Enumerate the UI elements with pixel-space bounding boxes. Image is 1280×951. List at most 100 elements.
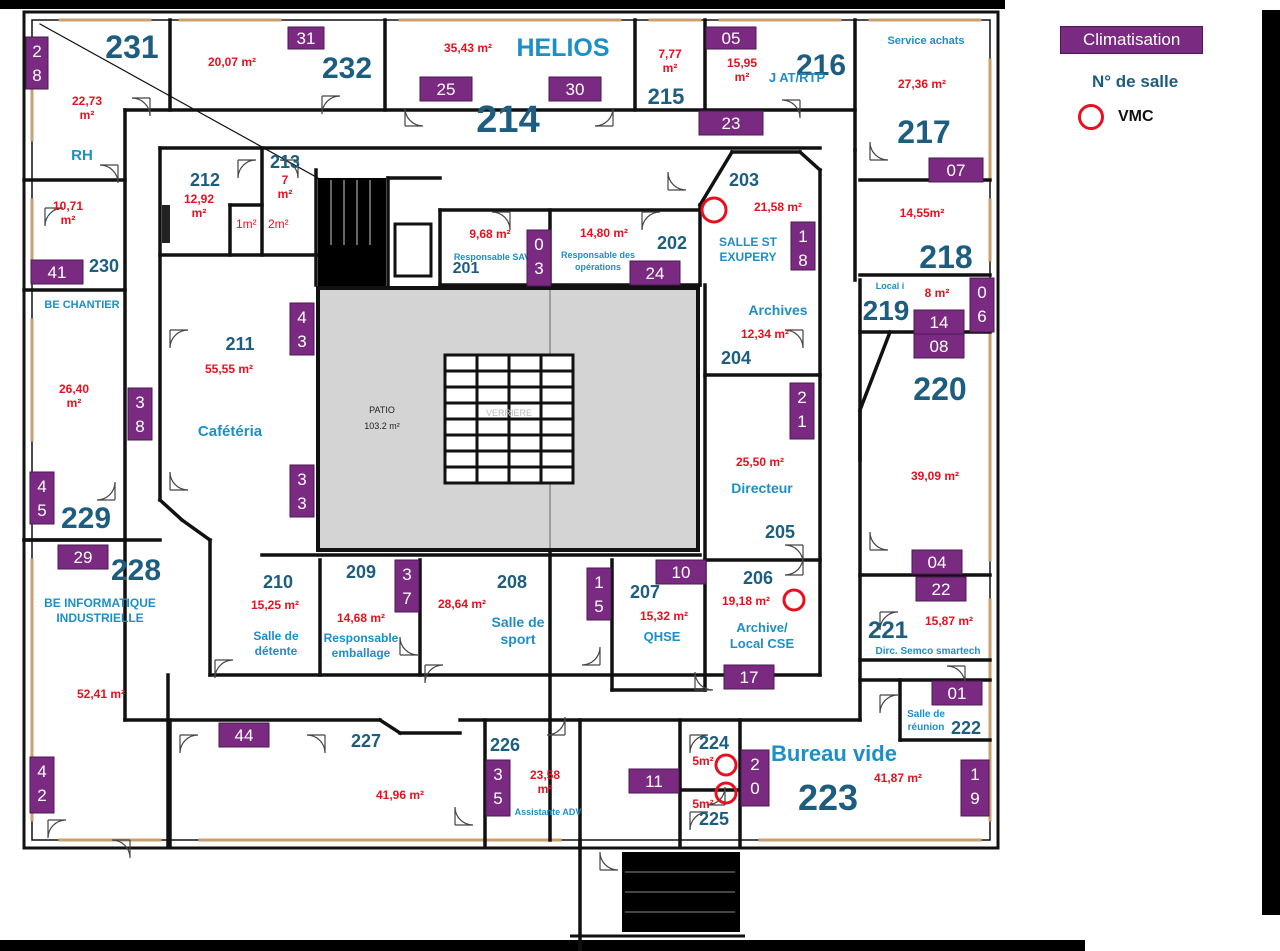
door-arc bbox=[667, 171, 687, 191]
clim-badge-06: 06 bbox=[969, 277, 995, 333]
badge-box bbox=[218, 722, 270, 748]
badge-box bbox=[29, 756, 55, 814]
top-border bbox=[0, 0, 1005, 9]
door-arc bbox=[306, 734, 326, 754]
door-arc bbox=[581, 646, 601, 666]
vmc-ring-icon bbox=[714, 753, 738, 777]
badge-box bbox=[969, 277, 995, 333]
door-arc bbox=[44, 207, 64, 227]
badge-box bbox=[57, 544, 109, 570]
room-name: Bureau vide bbox=[771, 741, 897, 766]
room-area: m² bbox=[61, 213, 76, 227]
room-area: 52,41 m² bbox=[77, 687, 125, 701]
door-arc bbox=[169, 329, 189, 349]
clim-badge-45: 45 bbox=[29, 471, 55, 525]
wall-segment bbox=[157, 497, 185, 523]
clim-badge-11: 11 bbox=[628, 768, 680, 794]
room-number: 210 bbox=[263, 572, 293, 592]
badge-label: 6 bbox=[977, 307, 986, 326]
room-number: 219 bbox=[863, 295, 910, 326]
badge-box bbox=[698, 110, 764, 136]
room-area: 15,32 m² bbox=[640, 609, 688, 623]
badge-box bbox=[789, 382, 815, 440]
legend-vmc: VMC bbox=[1060, 104, 1260, 130]
door-arc bbox=[214, 659, 234, 679]
badge-label: 5 bbox=[594, 597, 603, 616]
clim-badge-07: 07 bbox=[928, 157, 984, 183]
clim-badge-38: 38 bbox=[127, 387, 153, 441]
door-arc bbox=[237, 159, 257, 179]
room-area: 39,09 m² bbox=[911, 469, 959, 483]
room-name: opérations bbox=[575, 262, 621, 272]
clim-badge-30: 30 bbox=[548, 76, 602, 102]
badge-box bbox=[419, 76, 473, 102]
room-area: 15,25 m² bbox=[251, 598, 299, 612]
badge-label: 4 bbox=[37, 762, 46, 781]
room-area: m² bbox=[735, 70, 750, 84]
badge-label: 2 bbox=[750, 755, 759, 774]
badge-label: 3 bbox=[402, 565, 411, 584]
clim-badge-19: 19 bbox=[960, 759, 990, 817]
badge-label: 9 bbox=[970, 789, 979, 808]
room-name: réunion bbox=[908, 722, 945, 733]
door-arc bbox=[99, 164, 119, 184]
door-arc bbox=[491, 211, 511, 231]
room-name: Salle de bbox=[253, 629, 299, 643]
door-arc bbox=[781, 99, 801, 119]
clim-badge-21: 21 bbox=[789, 382, 815, 440]
room-number: 231 bbox=[105, 29, 158, 65]
badge-label: 29 bbox=[74, 548, 93, 567]
badge-box bbox=[960, 759, 990, 817]
room-area: m² bbox=[538, 782, 553, 796]
wall-segment bbox=[697, 149, 735, 208]
room-number: 203 bbox=[729, 170, 759, 190]
room-area: 23,58 bbox=[530, 768, 560, 782]
room-number: 202 bbox=[657, 233, 687, 253]
room-name: Responsable bbox=[324, 631, 399, 645]
room-area: 22,73 bbox=[72, 94, 102, 108]
legend-climatisation: Climatisation bbox=[1060, 26, 1204, 54]
door-arc bbox=[454, 806, 474, 826]
clim-badge-08: 08 bbox=[913, 333, 965, 359]
door-arc bbox=[784, 329, 804, 349]
wall-segment bbox=[857, 329, 893, 413]
badge-label: 17 bbox=[740, 668, 759, 687]
badge-label: 3 bbox=[493, 765, 502, 784]
door-arc bbox=[169, 471, 189, 491]
room-number: 209 bbox=[346, 562, 376, 582]
clim-badge-24: 24 bbox=[629, 260, 681, 286]
doors bbox=[44, 95, 966, 871]
door-arc bbox=[47, 819, 67, 839]
door-arc bbox=[689, 734, 709, 754]
room-name: Cafétéria bbox=[198, 423, 263, 440]
badge-label: 2 bbox=[32, 42, 41, 61]
room-name: détente bbox=[255, 644, 298, 658]
badge-label: 14 bbox=[930, 313, 949, 332]
door-arc bbox=[404, 107, 424, 127]
room-name: sport bbox=[501, 631, 536, 647]
room-name: BE INFORMATIQUE bbox=[44, 596, 156, 610]
toilet-area-2: 2m² bbox=[268, 217, 289, 231]
room-name: J AT/RTP bbox=[769, 70, 826, 85]
stairs-top bbox=[318, 178, 386, 286]
badge-box bbox=[289, 464, 315, 518]
clim-badge-05: 05 bbox=[705, 26, 757, 50]
room-number: 216 bbox=[796, 49, 846, 82]
clim-badge-28: 28 bbox=[25, 36, 49, 90]
badge-label: 30 bbox=[566, 80, 585, 99]
door-arc bbox=[694, 671, 714, 691]
clim-badge-25: 25 bbox=[419, 76, 473, 102]
badge-box bbox=[931, 680, 983, 706]
clim-badge-15: 15 bbox=[586, 567, 612, 621]
